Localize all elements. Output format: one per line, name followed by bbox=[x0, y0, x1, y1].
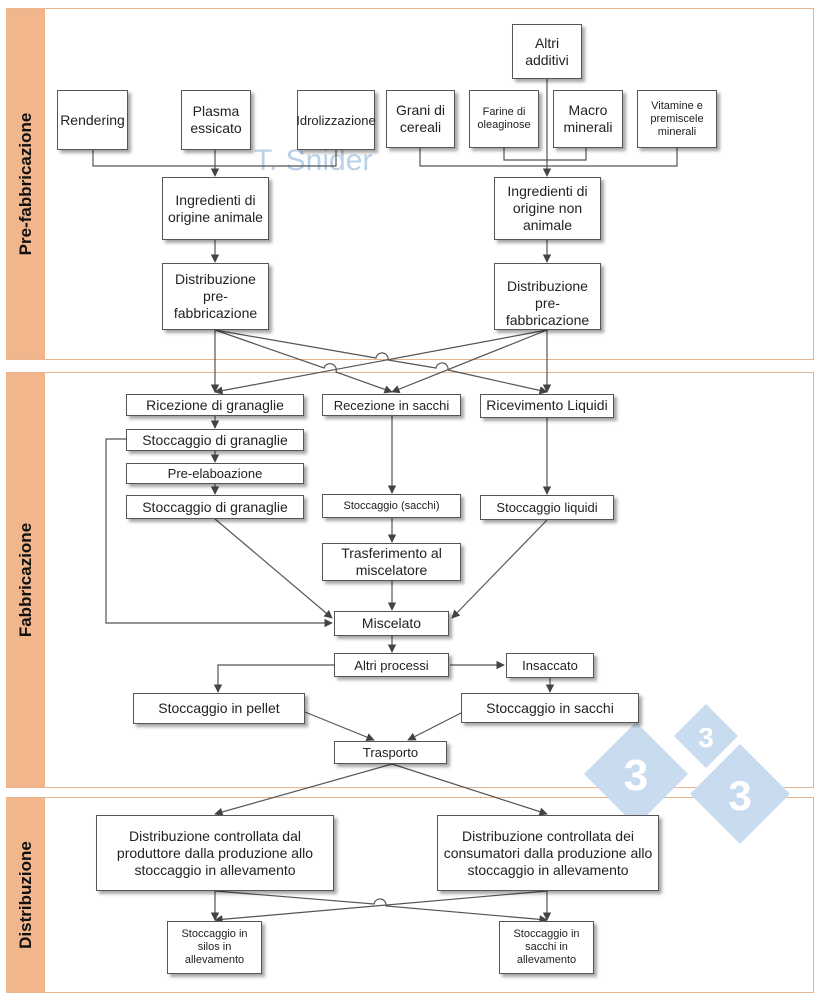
node-silos: Stoccaggio in silos in allevamento bbox=[167, 921, 262, 974]
node-trasferimento: Trasferimento al miscelatore bbox=[322, 543, 461, 581]
edge-consumatori-silos bbox=[214, 890, 548, 924]
node-altri-processi: Altri processi bbox=[334, 653, 449, 677]
edge-sacchi-trasporto bbox=[407, 711, 464, 741]
edge-dist2-ricezione bbox=[214, 329, 548, 395]
logo-diamond-right: 3 bbox=[690, 744, 790, 844]
node-dist-pre-2-line2: pre-fabbricazione bbox=[505, 295, 590, 328]
node-miscelato: Miscelato bbox=[334, 611, 449, 636]
logo-digit: 3 bbox=[698, 722, 714, 753]
node-macro: Macro minerali bbox=[553, 90, 623, 148]
edge-liquidi-miscelato bbox=[451, 519, 548, 619]
node-vitamine: Vitamine e premiscele minerali bbox=[637, 90, 717, 148]
logo-diamond-left: 3 bbox=[584, 722, 688, 826]
edge-grani-merge bbox=[419, 148, 547, 167]
lane-tab bbox=[7, 373, 45, 787]
logo-diamond-top: 3 bbox=[674, 704, 738, 768]
edge-pellet-trasporto bbox=[304, 711, 375, 742]
edge-stoccaggio2-miscelato bbox=[214, 518, 333, 619]
logo-digit: 3 bbox=[728, 772, 751, 819]
edge-vitamine-merge bbox=[547, 148, 678, 167]
node-recezione-sacchi: Recezione in sacchi bbox=[322, 394, 461, 416]
edge-altri-pellet bbox=[213, 664, 334, 693]
edge-farine-merge bbox=[503, 148, 587, 161]
node-ing-animale: Ingredienti di origine animale bbox=[162, 177, 269, 240]
edge-trasporto-produttore bbox=[214, 763, 393, 816]
node-rendering: Rendering bbox=[57, 90, 128, 150]
logo-333: 3 3 3 bbox=[584, 704, 790, 844]
edge-stoccaggio-bypass bbox=[105, 438, 333, 628]
node-altri-additivi: Altri additivi bbox=[512, 24, 582, 79]
node-stoccaggio-liquidi: Stoccaggio liquidi bbox=[480, 495, 614, 520]
edge-dist1-recezione bbox=[214, 329, 393, 394]
node-trasporto: Trasporto bbox=[334, 741, 447, 764]
node-stoccaggio-in-sacchi: Stoccaggio in sacchi bbox=[461, 693, 639, 723]
lane-pre-fabbricazione: Pre-fabbricazione bbox=[6, 8, 814, 360]
edge-idrolizzazione-merge bbox=[215, 150, 337, 167]
edge-trasporto-consumatori bbox=[391, 763, 548, 816]
logo-digit: 3 bbox=[624, 751, 648, 800]
lane-tab bbox=[7, 9, 45, 359]
node-ricezione-granaglie: Ricezione di granaglie bbox=[126, 394, 304, 416]
node-sacchi-allevamento: Stoccaggio in sacchi in allevamento bbox=[499, 921, 594, 974]
edge-dist1-ricevimento bbox=[214, 329, 548, 395]
node-insaccato: Insaccato bbox=[506, 653, 594, 678]
node-farine: Farine di oleaginose bbox=[469, 90, 539, 148]
node-idrolizzazione: Idrolizzazione bbox=[296, 90, 376, 150]
node-stoccaggio-granaglie-1: Stoccaggio di granaglie bbox=[126, 429, 304, 451]
node-dist-pre-2: Distribuzione pre-fabbricazione bbox=[494, 263, 601, 330]
edge-dist2-recezione bbox=[391, 329, 548, 394]
node-dist-pre-1: Distribuzione pre-fabbricazione bbox=[162, 263, 269, 330]
node-grani: Grani di cereali bbox=[386, 90, 455, 148]
lane-tab bbox=[7, 798, 45, 992]
node-ricevimento-liquidi: Ricevimento Liquidi bbox=[480, 394, 614, 418]
node-ing-non-animale: Ingredienti di origine non animale bbox=[494, 177, 601, 240]
edge-rendering-merge bbox=[92, 150, 215, 167]
node-dist-pre-2-line1: Distribuzione bbox=[507, 278, 588, 294]
node-stoccaggio-granaglie-2: Stoccaggio di granaglie bbox=[126, 495, 304, 519]
node-stoccaggio-pellet: Stoccaggio in pellet bbox=[133, 693, 305, 724]
node-dist-consumatori: Distribuzione controllata dei consumator… bbox=[437, 815, 659, 891]
node-dist-produttore: Distribuzione controllata dal produttore… bbox=[96, 815, 334, 891]
node-plasma: Plasma essicato bbox=[181, 90, 251, 150]
node-pre-elaboazione: Pre-elaboazione bbox=[126, 463, 304, 484]
node-stoccaggio-sacchi: Stoccaggio (sacchi) bbox=[322, 494, 461, 518]
